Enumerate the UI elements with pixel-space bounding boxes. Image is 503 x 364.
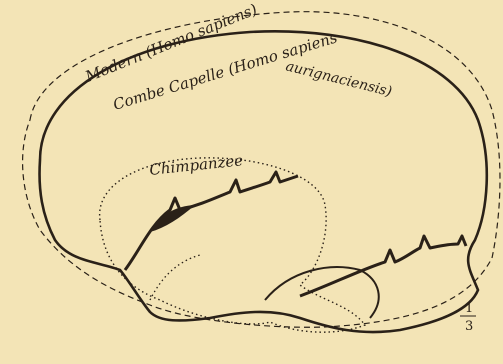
- label-combe-line2: aurignaciensis): [284, 58, 393, 100]
- scale-denominator: 3: [465, 319, 473, 334]
- chimpanzee-fissure-dotted: [150, 255, 200, 300]
- cerebellum-outline: [265, 267, 379, 318]
- chimpanzee-outline-dotted: [100, 158, 365, 332]
- label-chimpanzee: Chimpanzee: [149, 151, 245, 179]
- temporal-fissure-line: [300, 236, 466, 296]
- fissure-wedge: [150, 205, 195, 232]
- scale-numerator: 1: [465, 301, 473, 316]
- sylvian-fissure-line: [125, 172, 298, 270]
